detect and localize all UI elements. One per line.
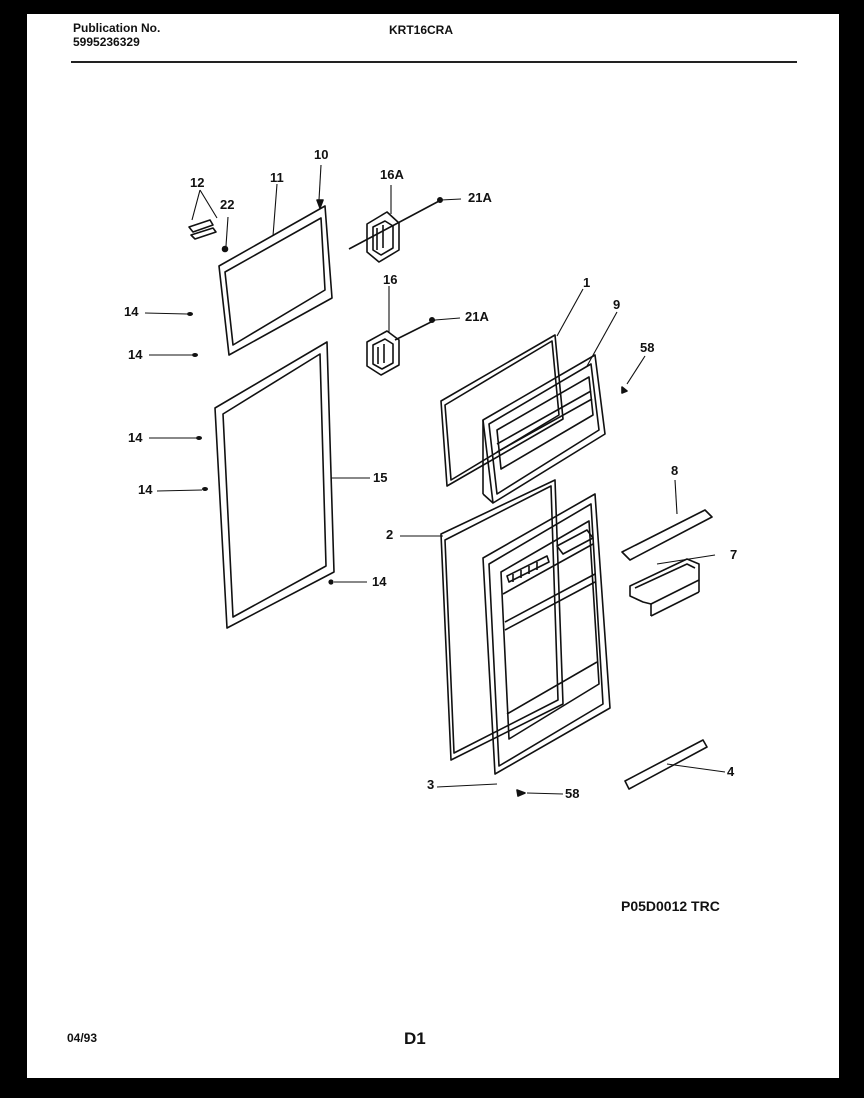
hinge-cover-part-16a [348, 199, 442, 263]
callout-14-d: 14 [138, 482, 153, 497]
callout-14-a: 14 [124, 304, 139, 319]
leader-lines [144, 164, 726, 795]
callout-16: 16 [383, 272, 398, 287]
fastener-part-10 [316, 199, 324, 209]
header-rule [71, 61, 797, 63]
fresh-food-door-panel-part-2 [440, 479, 564, 761]
freezer-door-panel-part-1 [440, 334, 564, 487]
screw-part-58-bottom [516, 789, 526, 797]
callout-16a: 16A [380, 167, 404, 182]
screw-part-58-top [621, 386, 628, 394]
page-code: D1 [404, 1029, 426, 1048]
callout-1: 1 [583, 275, 591, 290]
handle-part-7 [629, 558, 700, 617]
trim-strip-part-8 [621, 509, 713, 561]
publication-number: 5995236329 [73, 35, 140, 49]
exploded-parts-diagram [144, 164, 726, 797]
fastener-part-22 [221, 245, 229, 253]
callout-15: 15 [373, 470, 388, 485]
trim-strip-part-4 [624, 739, 708, 790]
callout-14-c: 14 [128, 430, 143, 445]
freezer-door-liner-part-9 [482, 354, 606, 504]
callout-11: 11 [270, 170, 284, 185]
hinge-cover-part-16 [366, 319, 436, 376]
callout-22: 22 [220, 197, 235, 212]
revision-date: 04/93 [67, 1031, 98, 1045]
freezer-gasket-part-11 [218, 205, 333, 356]
diagram-reference: P05D0012 TRC [621, 898, 720, 914]
callout-7: 7 [730, 547, 738, 562]
callout-8: 8 [671, 463, 679, 478]
callout-21a-top: 21A [468, 190, 492, 205]
callout-9: 9 [613, 297, 621, 312]
screw-part-21a-bottom [428, 316, 435, 323]
callout-2: 2 [386, 527, 394, 542]
trim-piece-part-12 [188, 219, 217, 240]
screws-part-14 [187, 312, 334, 585]
callout-14-b: 14 [128, 347, 143, 362]
callout-12: 12 [190, 175, 205, 190]
publication-label: Publication No. [73, 21, 161, 35]
fresh-food-door-liner-part-3 [482, 493, 611, 775]
callout-21a-bottom: 21A [465, 309, 489, 324]
callout-10: 10 [314, 147, 329, 162]
fresh-food-gasket-part-15 [214, 341, 335, 629]
callout-14-e: 14 [372, 574, 387, 589]
callout-3: 3 [427, 777, 435, 792]
parts-sheet: Publication No. 5995236329 KRT16CRA [27, 14, 839, 1078]
callout-58-top: 58 [640, 340, 655, 355]
callout-4: 4 [727, 764, 735, 779]
callout-58-bottom: 58 [565, 786, 580, 801]
model-number: KRT16CRA [389, 23, 454, 37]
